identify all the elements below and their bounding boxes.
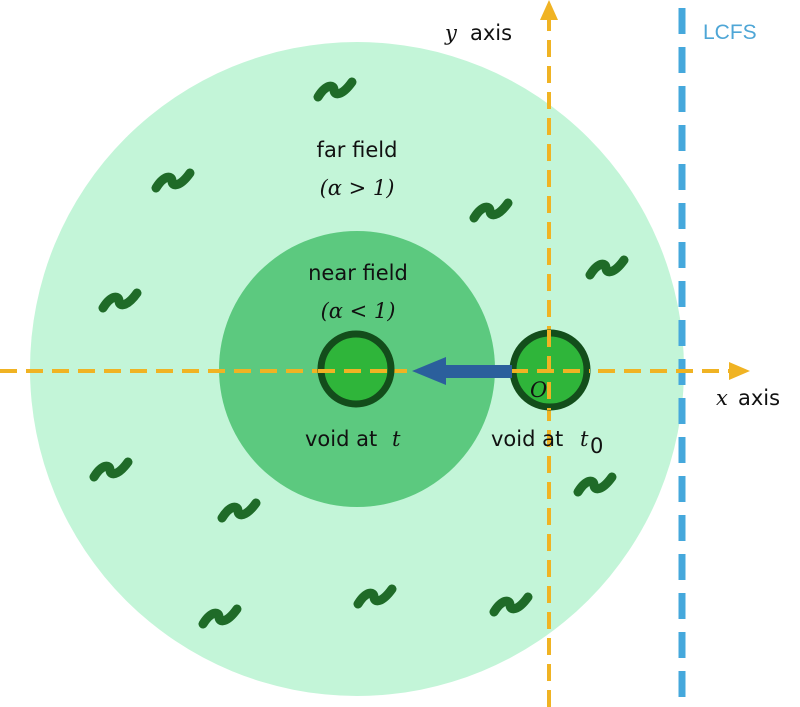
fluctuation-squiggles	[89, 77, 629, 629]
motion-arrow-shaft	[440, 365, 512, 378]
squiggle-7	[573, 472, 617, 497]
void-at-t-variable: t	[392, 427, 401, 451]
y-axis-variable: y	[444, 21, 458, 45]
x-axis-arrowhead	[729, 362, 750, 380]
y-axis-word: axis	[470, 21, 512, 45]
far-field-condition: (α > 1)	[320, 176, 395, 200]
squiggle-4	[585, 255, 629, 280]
squiggle-10	[489, 592, 533, 617]
void-at-t-label: void at	[305, 427, 377, 451]
far-field-label: far field	[317, 138, 398, 162]
motion-arrow-head	[412, 357, 446, 385]
near-field-label: near field	[308, 261, 408, 285]
near-field-condition: (α < 1)	[321, 299, 396, 323]
void-at-t0-subscript: 0	[590, 434, 603, 458]
void-at-t0-label: void at	[491, 427, 563, 451]
x-axis-variable: x	[716, 386, 728, 410]
squiggle-8	[217, 498, 261, 523]
y-axis-arrowhead	[540, 0, 558, 20]
lcfs-label: LCFS	[703, 21, 757, 44]
squiggle-6	[89, 457, 133, 482]
void-at-t0-variable: t	[580, 427, 589, 451]
squiggle-3	[469, 198, 513, 223]
squiggle-5	[98, 288, 142, 313]
origin-label: O	[530, 378, 547, 402]
squiggle-9	[353, 584, 397, 609]
squiggle-11	[198, 604, 242, 629]
squiggle-2	[151, 168, 195, 193]
x-axis-word: axis	[738, 386, 780, 410]
squiggle-1	[313, 77, 357, 102]
